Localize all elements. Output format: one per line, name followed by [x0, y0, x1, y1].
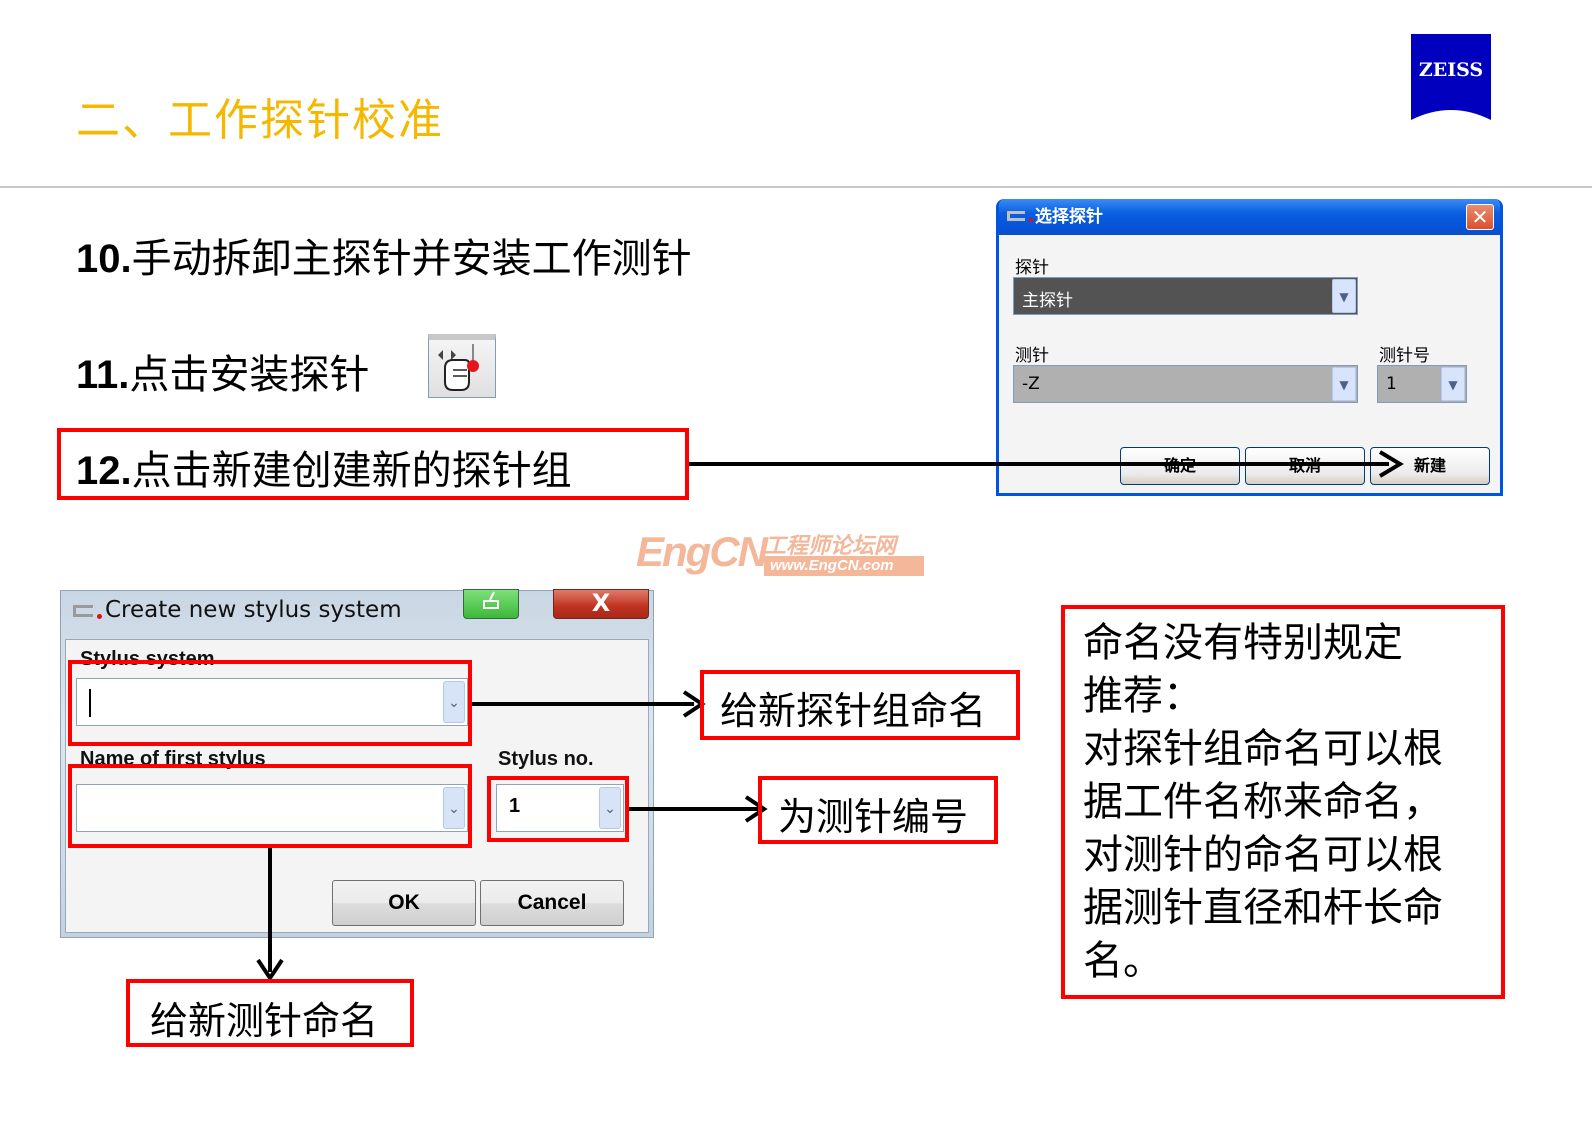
zeiss-logo-icon: ZEISS	[1411, 34, 1491, 120]
ok-button[interactable]: OK	[332, 880, 476, 926]
step-10: 10.手动拆卸主探针并安装工作测针	[76, 226, 692, 284]
step-text: 点击新建创建新的探针组	[131, 448, 572, 494]
arrow-head-icon	[1378, 450, 1404, 478]
note-line: 命名没有特别规定	[1083, 620, 1403, 666]
cancel-button[interactable]: 取消	[1245, 447, 1365, 485]
step-number: 11.	[76, 353, 130, 397]
watermark-logo: EngCN	[636, 528, 768, 575]
connector-arrow-line	[472, 702, 694, 706]
svg-text:ZEISS: ZEISS	[1419, 59, 1483, 81]
number-stylus-callout: 为测针编号	[778, 795, 969, 839]
stylus-system-highlight	[68, 660, 472, 746]
watermark-cn: 工程师论坛网	[764, 534, 897, 559]
note-line: 名。	[1083, 938, 1163, 984]
stylus-no-select[interactable]: 1 ▼	[1377, 365, 1467, 403]
header-divider	[0, 186, 1592, 188]
note-line: 对测针的命名可以根	[1083, 832, 1443, 878]
step-text: 点击安装探针	[129, 352, 370, 398]
stylus-no-highlight	[487, 776, 629, 842]
dialog-titlebar[interactable]: 选择探针 ✕	[999, 199, 1500, 235]
ok-button[interactable]: 确定	[1120, 447, 1240, 485]
dialog-body: Stylus system ⌄ Name of first stylus ⌄ S…	[65, 639, 649, 933]
connector-arrow-line	[629, 807, 759, 811]
chevron-down-icon[interactable]: ⌄	[443, 681, 465, 723]
arrow-head-icon	[744, 795, 768, 823]
name-stylus-callout-box	[126, 979, 414, 1047]
select-probe-dialog: 选择探针 ✕ 探针 主探针 ▼ 测针 -Z ▼ 测针号 1 ▼ 确定 取消 新建	[996, 199, 1503, 496]
chevron-down-icon[interactable]: ⌄	[443, 787, 465, 829]
stylus-no-label: Stylus no.	[498, 748, 594, 770]
watermark-url: www.EngCN.com	[764, 556, 924, 576]
step-number: 12.	[76, 449, 132, 493]
step-text: 手动拆卸主探针并安装工作测针	[131, 236, 692, 282]
probe-select[interactable]: 主探针 ▼	[1013, 277, 1358, 315]
stylus-system-input[interactable]: ⌄	[76, 678, 468, 726]
chevron-down-icon[interactable]: ⌄	[599, 787, 621, 829]
note-line: 推荐：	[1083, 673, 1203, 719]
first-stylus-input[interactable]: ⌄	[76, 784, 468, 832]
step-number: 10.	[76, 237, 132, 281]
text-caret	[89, 689, 91, 717]
stylus-select[interactable]: -Z ▼	[1013, 365, 1358, 403]
dialog-title: 选择探针	[1035, 207, 1103, 227]
naming-note-box: 命名没有特别规定 推荐： 对探针组命名可以根 据工件名称来命名， 对测针的命名可…	[1061, 605, 1505, 999]
note-line: 据工件名称来命名，	[1083, 779, 1443, 825]
stylus-label: 测针	[1015, 346, 1049, 366]
mount-stylus-hand-icon	[438, 344, 479, 391]
cancel-button[interactable]: Cancel	[480, 880, 624, 926]
step-12: 12.点击新建创建新的探针组	[76, 438, 572, 496]
probe-action-button[interactable]	[463, 589, 519, 619]
step-12-highlight	[57, 428, 689, 500]
mount-stylus-button[interactable]	[428, 334, 496, 398]
chevron-down-icon[interactable]: ▼	[1332, 279, 1356, 313]
chevron-down-icon[interactable]: ▼	[1441, 367, 1465, 401]
number-stylus-callout-box	[758, 776, 998, 844]
stylus-value: -Z	[1022, 374, 1040, 394]
dialog-title: Create new stylus system	[105, 597, 402, 623]
stylus-no-value: 1	[1386, 374, 1397, 394]
chevron-down-icon[interactable]: ▼	[1332, 367, 1356, 401]
note-line: 据测针直径和杆长命	[1083, 885, 1443, 931]
connector-arrow-line	[689, 462, 1389, 466]
close-button[interactable]: ✕	[1466, 204, 1494, 230]
slide-title: 二、工作探针校准	[76, 95, 444, 146]
stylus-no-select[interactable]: 1 ⌄	[496, 784, 624, 832]
stylus-no-value: 1	[509, 795, 521, 817]
probe-stylus-icon	[483, 591, 499, 609]
stylus-system-label: Stylus system	[80, 648, 215, 670]
name-group-callout-box	[700, 670, 1020, 740]
arrow-head-icon	[256, 958, 284, 980]
step-11: 11.点击安装探针	[76, 342, 369, 400]
watermark: EngCN 工程师论坛网 www.EngCN.com	[636, 528, 932, 578]
new-button[interactable]: 新建	[1370, 447, 1490, 485]
stylus-no-label: 测针号	[1379, 346, 1430, 366]
name-stylus-callout: 给新测针命名	[150, 999, 379, 1043]
close-button[interactable]: X	[553, 589, 649, 619]
name-group-callout: 给新探针组命名	[720, 689, 987, 733]
first-stylus-highlight	[68, 764, 472, 848]
probe-label: 探针	[1015, 258, 1049, 278]
probe-app-icon	[1007, 211, 1033, 222]
connector-arrow-line	[268, 848, 272, 972]
probe-app-icon	[73, 605, 102, 619]
probe-value: 主探针	[1022, 291, 1073, 311]
note-line: 对探针组命名可以根	[1083, 726, 1443, 772]
